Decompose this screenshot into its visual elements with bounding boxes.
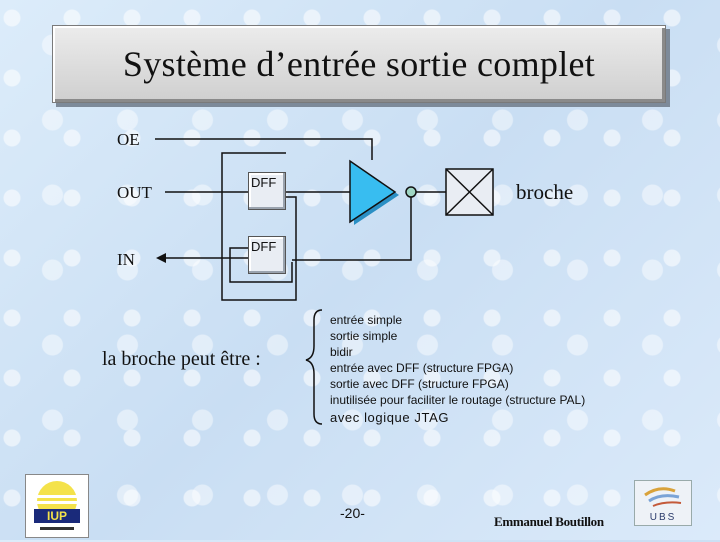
iup-logo-text: IUP [47, 509, 67, 523]
list-item: avec logique JTAG [330, 410, 450, 425]
oe-label: OE [117, 130, 140, 149]
brace-icon [305, 309, 323, 425]
oe-wire [155, 138, 373, 160]
dff-in-label: DFF [251, 239, 277, 254]
in-arrow-icon [156, 253, 166, 263]
iup-logo: IUP [25, 474, 89, 538]
list-item: entrée simple [330, 313, 403, 327]
pin-pad-icon [445, 168, 494, 216]
dff-in-box: DFF [248, 236, 286, 274]
list-item: inutilisée pour faciliter le routage (st… [330, 393, 586, 407]
author-name: Emmanuel Boutillon [494, 514, 604, 529]
ubs-logo-text: UBS [650, 512, 677, 523]
list-item: sortie avec DFF (structure FPGA) [330, 377, 509, 391]
pin-label: broche [516, 180, 574, 204]
inverter-bubble-icon [405, 186, 417, 198]
dff-out-label: DFF [251, 175, 277, 190]
in-dff-feedback-wire [229, 247, 293, 283]
ubs-logo: UBS [634, 480, 692, 526]
title-box: Système d’entrée sortie complet [52, 25, 666, 103]
slide-title: Système d’entrée sortie complet [122, 44, 596, 84]
lead-text: la broche peut être : [102, 348, 261, 370]
pin-options-list: entrée simple sortie simple bidir entrée… [330, 312, 585, 426]
page-number: -20- [340, 505, 365, 521]
iup-logo-graphic: IUP [34, 481, 80, 530]
ubs-logo-graphic: UBS [644, 487, 682, 523]
input-return-wire [292, 197, 412, 261]
list-item: entrée avec DFF (structure FPGA) [330, 361, 514, 375]
dff-out-box: DFF [248, 172, 286, 210]
list-item: sortie simple [330, 329, 398, 343]
tristate-buffer-icon [349, 159, 399, 225]
in-label: IN [117, 250, 135, 269]
list-item: bidir [330, 345, 353, 359]
out-label: OUT [117, 183, 152, 202]
out-dff-feedback-wire [221, 152, 297, 301]
